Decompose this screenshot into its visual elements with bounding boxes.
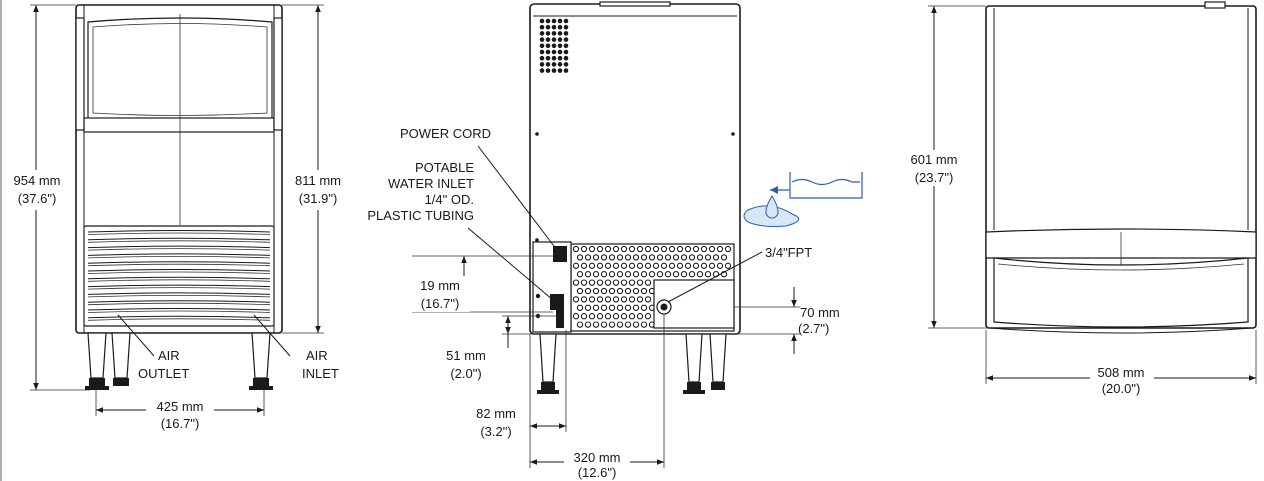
front-leg-width-mm: 425 mm	[157, 399, 204, 414]
air-outlet-label-1: AIR	[158, 348, 180, 363]
front-louver-grille	[83, 225, 275, 327]
dim-82-in: (3.2")	[480, 424, 511, 439]
power-cord-label: POWER CORD	[400, 126, 491, 141]
water-inlet-label-3: 1/4" OD.	[425, 192, 474, 207]
water-inlet-label-4: PLASTIC TUBING	[367, 208, 474, 223]
side-bin-door	[993, 257, 1249, 328]
side-depth-in: (20.0")	[1102, 381, 1141, 396]
rear-view: POWER CORD POTABLE WATER INLET 1/4" OD. …	[367, 1, 863, 480]
water-inlet-label-1: POTABLE	[415, 160, 474, 175]
dim-320-in: (12.6")	[578, 465, 617, 480]
dim-70-in: (2.7")	[798, 321, 829, 336]
front-height-mm: 954 mm	[14, 173, 61, 188]
door-handle-bar	[83, 117, 275, 133]
front-legs	[85, 332, 273, 390]
side-view: 601 mm (23.7") 508 mm (20.0")	[900, 1, 1257, 396]
water-inlet-label-2: WATER INLET	[388, 176, 474, 191]
side-height-mm: 601 mm	[911, 152, 958, 167]
dim-51-mm: 51 mm	[446, 348, 486, 363]
side-height-in: (23.7")	[915, 170, 954, 185]
air-outlet-label-2: OUTLET	[138, 366, 189, 381]
rear-bottom-vent	[570, 243, 735, 332]
dim-51-in: (2.0")	[450, 366, 481, 381]
drain-water-icon	[743, 172, 863, 227]
front-cabinet-height-mm: 811 mm	[295, 173, 341, 188]
front-height-in: (37.6")	[18, 191, 57, 206]
dim-19-mm: 19 mm	[420, 278, 460, 293]
dim-19-in: (16.7")	[421, 296, 460, 311]
front-view: 954 mm (37.6") 811 mm (31.9") 425 mm (16…	[4, 4, 352, 431]
front-leg-width-in: (16.7")	[161, 416, 200, 431]
drain-fitting-label: 3/4"FPT	[765, 245, 812, 260]
air-inlet-label-2: INLET	[302, 366, 339, 381]
side-depth-mm: 508 mm	[1098, 365, 1145, 380]
dim-320-mm: 320 mm	[574, 450, 621, 465]
dim-70-mm: 70 mm	[800, 305, 840, 320]
water-inlet-fitting	[550, 294, 564, 310]
air-inlet-label-1: AIR	[306, 348, 328, 363]
rear-legs	[537, 333, 727, 394]
front-cabinet-height-in: (31.9")	[299, 191, 338, 206]
rear-top-vent	[539, 18, 569, 73]
dim-82-mm: 82 mm	[476, 406, 516, 421]
